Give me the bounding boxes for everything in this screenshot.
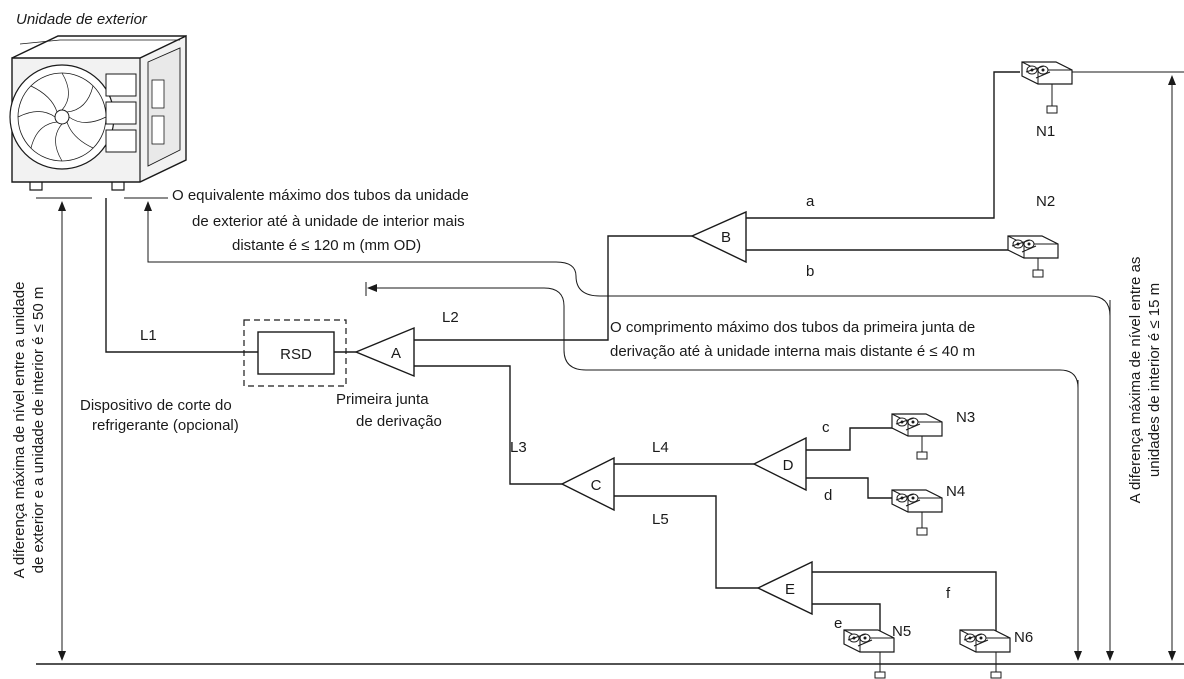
pipe-e	[812, 603, 881, 640]
indoor-unit-n5	[843, 629, 895, 679]
max-branch-length-path	[367, 284, 1079, 660]
pipe-l1-label: L1	[140, 327, 157, 344]
indoor-unit-n5-label: N5	[892, 623, 911, 640]
equivalent-note-line3: distante é ≤ 120 m (mm OD)	[232, 237, 421, 254]
joint-c-label: C	[591, 477, 602, 494]
outdoor-unit-label: Unidade de exterior	[16, 11, 148, 28]
pipe-l2	[414, 235, 692, 341]
left-dimension-note-line1: A diferença máxima de nível entre a unid…	[11, 282, 28, 579]
indoor-unit-n3	[891, 413, 943, 460]
rsd-box	[257, 331, 335, 375]
indoor-unit-n6-label: N6	[1014, 629, 1033, 646]
first-branch-caption-line2: de derivação	[356, 413, 442, 430]
branch-joint-e	[756, 560, 813, 616]
equivalent-note-line1: O equivalente máximo dos tubos da unidad…	[172, 187, 469, 204]
pipe-l5	[614, 495, 758, 589]
pipe-l1	[105, 198, 258, 353]
first-branch-caption-line1: Primeira junta	[336, 391, 429, 408]
pipe-f-label: f	[946, 585, 951, 602]
pipe-f	[812, 571, 997, 640]
joint-d-label: D	[783, 457, 794, 474]
right-dimension-note-line1: A diferença máxima de nível entre as	[1127, 257, 1144, 504]
rsd-caption-line2: refrigerante (opcional)	[92, 417, 239, 434]
pipe-c	[806, 427, 900, 451]
branch-joint-c	[560, 456, 615, 512]
pipe-a	[746, 71, 1020, 219]
indoor-unit-n1	[1021, 61, 1073, 114]
pipe-e-label: e	[834, 615, 842, 632]
outdoor-unit	[9, 34, 187, 191]
right-dimension-note-line2: unidades de interior é ≤ 15 m	[1146, 283, 1163, 477]
max-equivalent-length-path	[144, 201, 1111, 660]
rsd-label: RSD	[280, 346, 312, 363]
indoor-unit-n1-label: N1	[1036, 123, 1055, 140]
branch-joint-d	[752, 436, 807, 492]
pipe-l4-label: L4	[652, 439, 669, 456]
indoor-unit-n4	[891, 489, 943, 536]
pipe-d	[806, 477, 900, 499]
pipe-a-label: a	[806, 193, 815, 210]
joint-a-label: A	[391, 345, 401, 362]
left-dimension-note-line2: de exterior e a unidade de interior é ≤ …	[30, 287, 47, 574]
pipe-l2-label: L2	[442, 309, 459, 326]
branch-joint-a	[354, 326, 415, 378]
indoor-unit-n2	[1007, 235, 1059, 278]
indoor-unit-n2-label: N2	[1036, 193, 1055, 210]
indoor-unit-n3-label: N3	[956, 409, 975, 426]
equivalent-note-line2: de exterior até à unidade de interior ma…	[192, 213, 465, 230]
indoor-unit-n4-label: N4	[946, 483, 965, 500]
pipe-l3	[414, 365, 562, 485]
joint-e-label: E	[785, 581, 795, 598]
rsd-optional-boundary	[243, 319, 347, 387]
indoor-unit-n6	[959, 629, 1011, 679]
pipe-l5-label: L5	[652, 511, 669, 528]
pipe-d-label: d	[824, 487, 832, 504]
joint-b-label: B	[721, 229, 731, 246]
branch-joint-b	[690, 210, 747, 264]
rsd-caption-line1: Dispositivo de corte do	[80, 397, 232, 414]
branch-note-line1: O comprimento máximo dos tubos da primei…	[610, 319, 975, 336]
pipe-l3-label: L3	[510, 439, 527, 456]
pipe-b-label: b	[806, 263, 814, 280]
branch-note-line2: derivação até à unidade interna mais dis…	[610, 343, 975, 360]
pipe-c-label: c	[822, 419, 830, 436]
